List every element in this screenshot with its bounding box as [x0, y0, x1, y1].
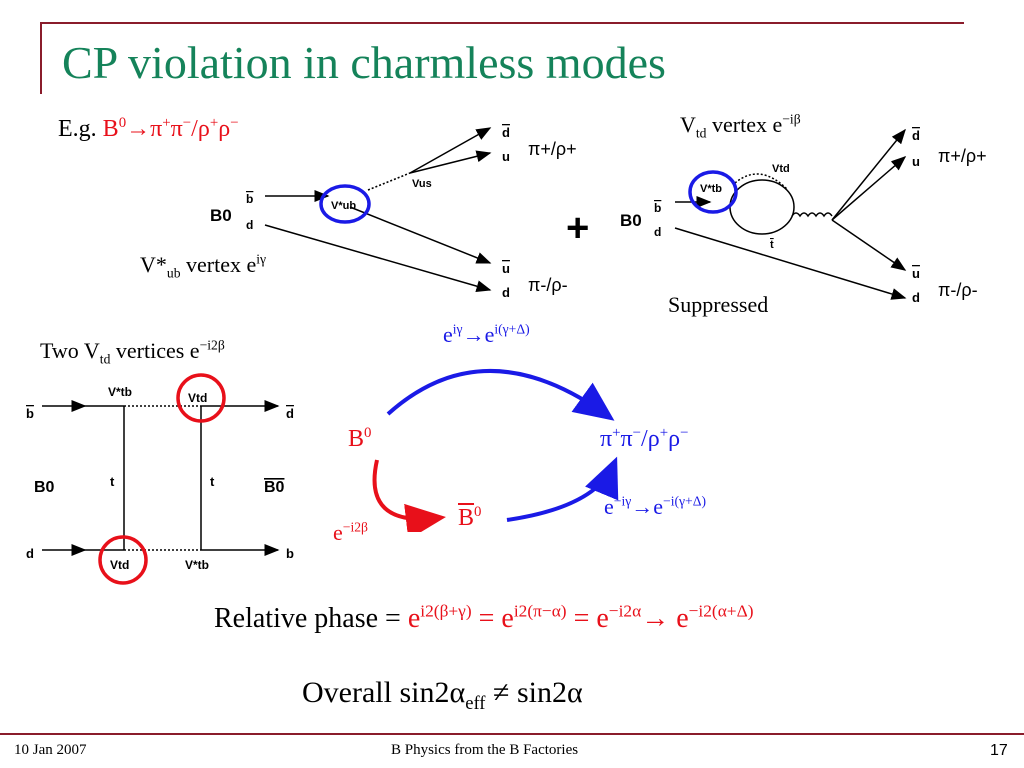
- box-bbar-label: b: [26, 406, 34, 421]
- vub-vertex-label: V*ub vertex eiγ: [140, 251, 267, 281]
- vtd-vertex-label: Vtd vertex e−iβ: [680, 111, 801, 141]
- overall-line: Overall sin2αeff ≠ sin2α: [302, 676, 583, 714]
- penguin-out-top: π+/ρ+: [938, 146, 987, 166]
- tree-vertex-label: V*ub: [331, 200, 356, 212]
- footer-center: B Physics from the B Factories: [391, 742, 579, 758]
- penguin-d-label: d: [654, 225, 661, 239]
- penguin-u-line: [831, 219, 907, 271]
- box-dbar-label: d: [286, 406, 294, 421]
- box-t-left: t: [110, 474, 115, 489]
- tree-vertex-circle: [319, 184, 371, 224]
- penguin-vtd-label: Vtd: [772, 163, 790, 175]
- box-b-label: b: [286, 546, 294, 561]
- box-v-tr: Vtd: [188, 391, 207, 405]
- b0-red-label: B0: [348, 425, 372, 452]
- tree-out-top: π+/ρ+: [528, 139, 577, 159]
- plus-sign: +: [566, 206, 590, 250]
- box-d-label: d: [26, 546, 34, 561]
- tree-w-line: [367, 172, 411, 191]
- tree-diagram: B0 b d V*ub Vus d u π+/ρ+ u d π-/ρ-: [210, 125, 577, 300]
- blue-arrow-bottom: [506, 456, 619, 522]
- footer-page-number: 17: [990, 742, 1008, 759]
- penguin-q-top2: u: [912, 154, 920, 169]
- tree-bbar-label: b: [246, 192, 253, 206]
- penguin-q-bot1: u: [912, 266, 920, 281]
- footer-rule: [0, 733, 1024, 735]
- penguin-w-line: [734, 173, 789, 191]
- red-arrow-mixing: [372, 459, 446, 532]
- footer-date: 10 Jan 2007: [14, 742, 87, 758]
- tree-out-bot: π-/ρ-: [528, 275, 568, 295]
- penguin-ubar-line: [831, 156, 907, 221]
- box-vtd-circle-bottom: [98, 535, 148, 585]
- phase-bottom-label: e−iγ→e−i(γ+Δ): [604, 493, 707, 519]
- box-vtd-circle-top: [176, 373, 226, 423]
- penguin-d-line: [674, 227, 907, 300]
- penguin-q-top1: d: [912, 128, 920, 143]
- penguin-diagram: B0 b d V*tb Vtd t d u π+/ρ+ u d π-/ρ-: [620, 128, 987, 305]
- tree-q-bot1: u: [502, 261, 510, 276]
- box-b0bar-label: B0: [264, 479, 285, 496]
- relative-phase-expr: ei2(β+γ) = ei2(π−α) = e−i2α→ e−i2(α+Δ): [407, 601, 754, 634]
- suppressed-label: Suppressed: [668, 292, 769, 317]
- box-v-br: V*tb: [185, 558, 209, 572]
- penguin-b0-label: B0: [620, 211, 642, 230]
- tree-d-line: [264, 224, 492, 293]
- tree-ubar-line: [409, 150, 492, 174]
- slide-title: CP violation in charmless modes: [62, 37, 666, 88]
- penguin-gluon: [791, 212, 833, 218]
- penguin-q-bot2: d: [912, 290, 920, 305]
- relative-phase-label: Relative phase =: [214, 603, 408, 634]
- tree-u-line: [349, 206, 492, 264]
- example-prefix: E.g.: [58, 116, 103, 142]
- tree-q-top2: u: [502, 149, 510, 164]
- example-label: E.g. B0→π+π−/ρ+ρ−: [58, 116, 239, 143]
- tree-d-label: d: [246, 218, 253, 232]
- title-rule-top: [40, 22, 964, 24]
- title-rule-left: [40, 22, 42, 94]
- final-state-label: π+π−/ρ+ρ−: [600, 425, 689, 452]
- tree-q-top1: d: [502, 125, 510, 140]
- penguin-vertex-circle: [688, 170, 738, 214]
- box-v-bl: Vtd: [110, 558, 129, 572]
- mixing-phase-label: e−i2β: [333, 519, 368, 545]
- phase-top-label: eiγ→ei(γ+Δ): [443, 321, 530, 347]
- penguin-dbar-line: [831, 128, 906, 221]
- blue-arrow-top: [386, 369, 615, 421]
- penguin-vertex-label: V*tb: [700, 183, 722, 195]
- box-v-tl: V*tb: [108, 385, 132, 399]
- penguin-bbar-label: b: [654, 201, 661, 215]
- b0bar-label: B0: [458, 504, 482, 531]
- box-b0-label: B0: [34, 479, 55, 496]
- two-vtd-label: Two Vtd vertices e−i2β: [40, 337, 225, 367]
- relative-phase-line: Relative phase = ei2(β+γ) = ei2(π−α) = e…: [214, 601, 754, 635]
- tree-dbar-line: [409, 127, 492, 174]
- tree-q-bot2: d: [502, 285, 510, 300]
- penguin-out-bot: π-/ρ-: [938, 280, 978, 300]
- example-decay: B0→π+π−/ρ+ρ−: [102, 115, 239, 142]
- penguin-loop: [729, 179, 795, 235]
- phase-arrows: [372, 369, 619, 532]
- box-t-right: t: [210, 474, 215, 489]
- box-diagram: b d B0 B0 t t d b V*tb Vtd Vtd V*tb: [26, 373, 294, 585]
- tree-b0-label: B0: [210, 206, 232, 225]
- penguin-tbar-label: t: [770, 239, 774, 251]
- tree-vus-label: Vus: [412, 178, 432, 190]
